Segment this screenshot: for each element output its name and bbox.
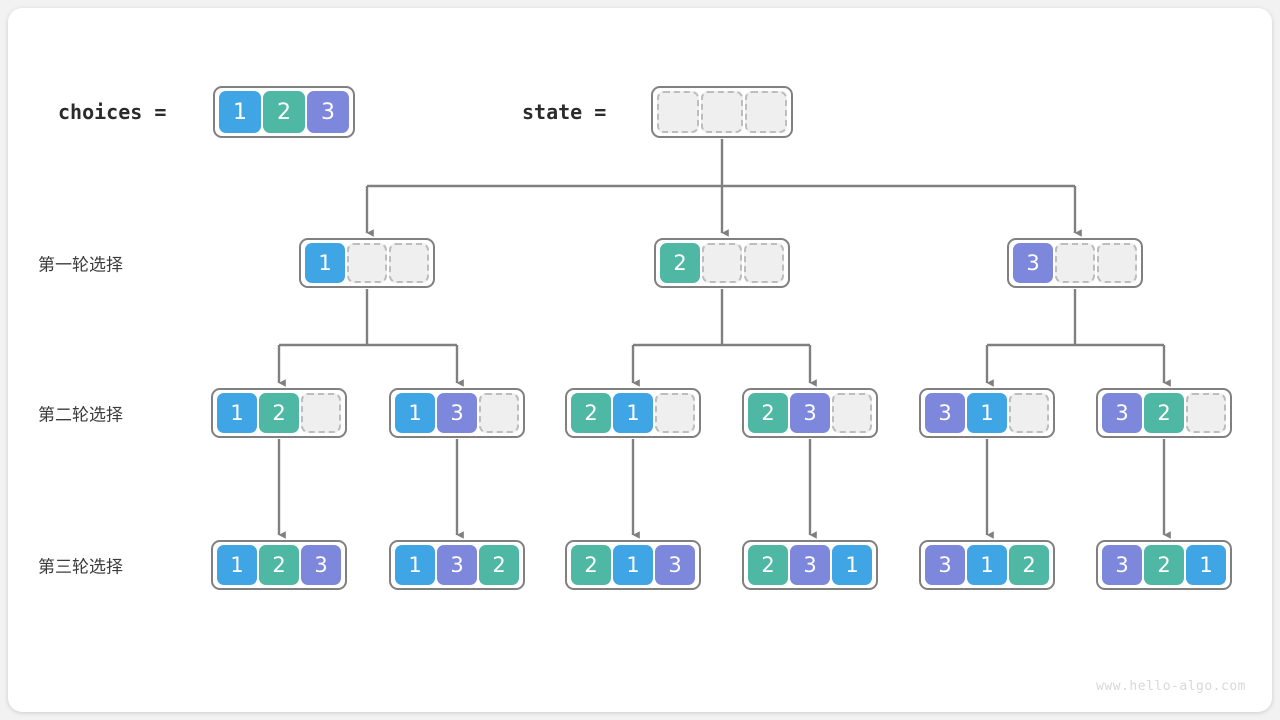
row-label-level-3: 第三轮选择 [38, 557, 123, 578]
array-cell-filled: 1 [395, 393, 435, 433]
state-label: state = [522, 100, 607, 124]
array-cell-filled: 1 [217, 545, 257, 585]
array-cell-filled: 2 [259, 393, 299, 433]
array-cell-filled: 2 [263, 91, 305, 133]
tree-connectors [277, 139, 1171, 539]
array-cell-empty [744, 243, 784, 283]
array-cell-filled: 2 [748, 545, 788, 585]
row-label-level-1: 第一轮选择 [38, 255, 123, 276]
array-cell-filled: 2 [571, 393, 611, 433]
array-cell-filled: 3 [1102, 545, 1142, 585]
array-cell-filled: 3 [925, 393, 965, 433]
array-cell-filled: 3 [437, 393, 477, 433]
array-cell-filled: 1 [967, 393, 1007, 433]
array-cell-filled: 3 [655, 545, 695, 585]
array-cell-filled: 2 [660, 243, 700, 283]
array-cell-empty [832, 393, 872, 433]
array-cell-empty [655, 393, 695, 433]
array-cell-empty [702, 243, 742, 283]
array-cell-filled: 2 [1009, 545, 1049, 585]
array-cell-empty [1097, 243, 1137, 283]
array-cell-filled: 3 [301, 545, 341, 585]
array-cell-filled: 1 [219, 91, 261, 133]
array-cell-filled: 2 [259, 545, 299, 585]
row-label-level-2: 第二轮选择 [38, 405, 123, 426]
array-cell-filled: 2 [1144, 545, 1184, 585]
array-cell-empty [1009, 393, 1049, 433]
array-cell-filled: 1 [832, 545, 872, 585]
array-cell-empty [657, 91, 699, 133]
array-cell-filled: 2 [571, 545, 611, 585]
array-cell-empty [745, 91, 787, 133]
array-cell-filled: 1 [1186, 545, 1226, 585]
array-cell-filled: 3 [1102, 393, 1142, 433]
array-cell-filled: 1 [217, 393, 257, 433]
tree-node-level-1: 2 [654, 238, 790, 288]
array-cell-filled: 1 [967, 545, 1007, 585]
array-cell-filled: 3 [790, 545, 830, 585]
array-cell-filled: 3 [1013, 243, 1053, 283]
array-cell-empty [701, 91, 743, 133]
array-cell-empty [1186, 393, 1226, 433]
array-cell-empty [389, 243, 429, 283]
array-cell-empty [479, 393, 519, 433]
array-cell-empty [301, 393, 341, 433]
array-cell-filled: 1 [613, 545, 653, 585]
state-array [651, 86, 793, 138]
array-cell-filled: 2 [1144, 393, 1184, 433]
array-cell-empty [1055, 243, 1095, 283]
tree-node-level-1: 3 [1007, 238, 1143, 288]
array-cell-filled: 3 [925, 545, 965, 585]
array-cell-filled: 2 [479, 545, 519, 585]
array-cell-filled: 1 [613, 393, 653, 433]
watermark: www.hello-algo.com [1096, 679, 1246, 694]
array-cell-filled: 3 [307, 91, 349, 133]
array-cell-filled: 3 [437, 545, 477, 585]
array-cell-filled: 2 [748, 393, 788, 433]
array-cell-empty [347, 243, 387, 283]
array-cell-filled: 3 [790, 393, 830, 433]
tree-node-level-1: 1 [299, 238, 435, 288]
array-cell-filled: 1 [395, 545, 435, 585]
choices-label: choices = [58, 100, 167, 124]
array-cell-filled: 1 [305, 243, 345, 283]
